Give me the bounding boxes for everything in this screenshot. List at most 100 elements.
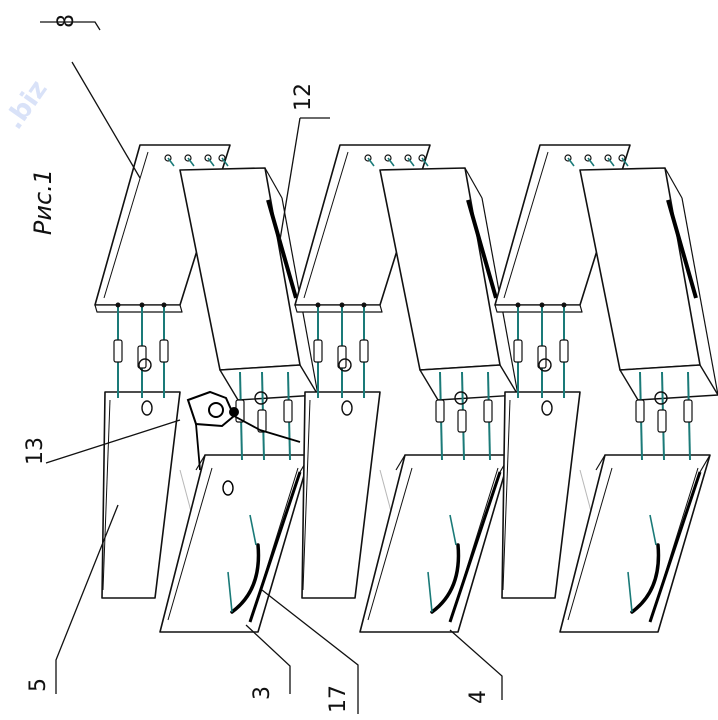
upper-box-shadow (266, 199, 298, 299)
top-fitting (204, 154, 212, 162)
pump-assembly (186, 390, 301, 496)
top-fitting (418, 154, 426, 162)
handle-link (449, 514, 457, 546)
upper-panel-edge (294, 304, 383, 313)
unit-3 (494, 144, 718, 633)
panel-hole (541, 400, 553, 416)
top-fitting (384, 154, 392, 162)
coupling (313, 339, 323, 363)
top-fitting-pipe (167, 157, 175, 167)
coupling (359, 339, 369, 363)
figure-caption: Рис.1 (29, 168, 58, 236)
top-fitting (584, 154, 592, 162)
upper-box-side (619, 364, 718, 401)
lower-box (559, 454, 711, 633)
lower-box-shadow (248, 471, 302, 623)
coupling (657, 409, 667, 433)
unit-1 (94, 144, 319, 633)
coupling (483, 399, 493, 423)
lower-box (159, 454, 311, 633)
pump-hub (229, 407, 239, 417)
upper-panel-edge (94, 304, 183, 313)
lower-box-shadow (448, 471, 502, 623)
top-fitting (404, 154, 412, 162)
callout-17: 17 (326, 685, 351, 713)
handle-link (427, 571, 433, 613)
top-fitting-pipe (621, 157, 629, 167)
callout-3: 3 (250, 686, 275, 700)
top-fitting (218, 154, 226, 162)
top-fitting-pipe (387, 157, 395, 167)
pipe-fitting (515, 302, 521, 308)
coupling-ring (654, 391, 668, 405)
panel-hole (341, 400, 353, 416)
top-fitting-pipe (187, 157, 195, 167)
leader-4 (449, 629, 503, 700)
pipe-fitting (115, 302, 121, 308)
pump-pipes (195, 415, 301, 471)
lower-panel (301, 391, 381, 599)
coupling (559, 339, 569, 363)
upper-box-edge (664, 167, 683, 199)
top-fitting-pipe (407, 157, 415, 167)
lower-box-inner-edge (567, 467, 613, 621)
lower-panel (501, 391, 581, 599)
pipe-fitting (561, 302, 567, 308)
upper-panel-inner-edge (503, 151, 549, 299)
upper-box-side (419, 364, 519, 401)
pipe-fitting (139, 302, 145, 308)
lower-panel-inner-edge (302, 399, 311, 591)
coupling (683, 399, 693, 423)
coupling (159, 339, 169, 363)
leader-13 (45, 419, 181, 464)
top-fitting (364, 154, 372, 162)
handle-link (249, 514, 257, 546)
top-fitting (164, 154, 172, 162)
top-fitting-pipe (567, 157, 575, 167)
lower-panel-inner-edge (102, 399, 111, 591)
coupling (513, 339, 523, 363)
lower-box-edge (395, 454, 406, 471)
curved-handle (230, 543, 261, 614)
upper-box-edge (464, 167, 483, 199)
leader-lines (40, 21, 503, 714)
top-fitting (184, 154, 192, 162)
upper-box-edge (681, 197, 718, 396)
top-fitting (604, 154, 612, 162)
callout-5: 5 (26, 678, 51, 692)
top-fitting-pipe (207, 157, 215, 167)
top-fitting-pipe (607, 157, 615, 167)
pipe-fitting (361, 302, 367, 308)
lower-panel (101, 391, 181, 599)
coupling (283, 399, 293, 423)
upper-panel-edge (494, 304, 583, 313)
unit-2 (294, 144, 519, 633)
top-fitting-pipe (367, 157, 375, 167)
pipe-fitting (161, 302, 167, 308)
handle-link (649, 514, 657, 546)
lower-box-shadow (648, 471, 702, 623)
top-fitting (564, 154, 572, 162)
leader-3 (245, 624, 291, 694)
lower-box-edge (595, 454, 606, 471)
curved-handle (430, 543, 461, 614)
lower-box-inner-edge (367, 467, 413, 621)
leader-12-line (279, 117, 301, 241)
coupling-ring (338, 358, 352, 372)
pipe-fitting (539, 302, 545, 308)
upper-box-side (219, 364, 319, 401)
coupling-ring (254, 391, 268, 405)
top-fitting-pipe (587, 157, 595, 167)
upper-panel-inner-edge (103, 151, 149, 299)
pump-body (186, 390, 236, 428)
coupling (635, 399, 645, 423)
lower-box-edge (195, 454, 206, 471)
coupling-ring (538, 358, 552, 372)
callout-4: 4 (466, 690, 491, 704)
lower-box (359, 454, 511, 633)
box-hole (222, 480, 234, 496)
furniture-units (94, 144, 718, 633)
coupling-ring (138, 358, 152, 372)
pump-wheel (208, 402, 224, 418)
callout-13: 13 (23, 437, 48, 465)
